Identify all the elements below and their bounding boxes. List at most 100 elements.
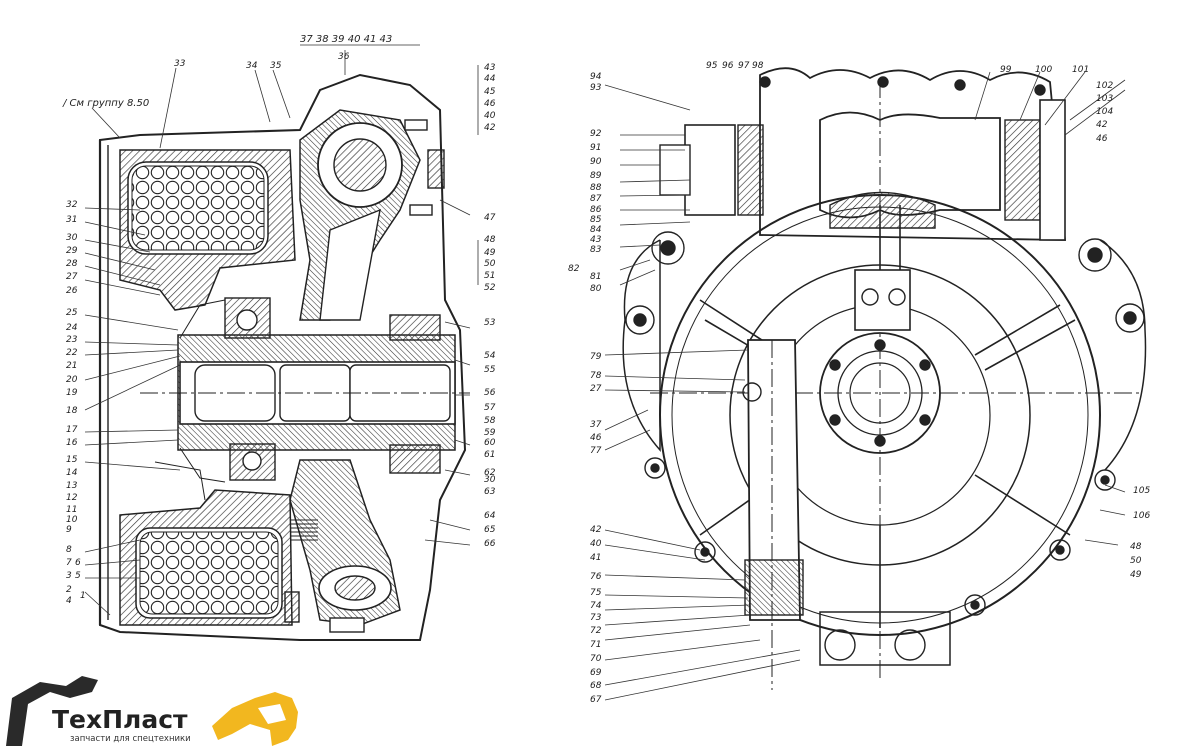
part-label: 75 — [590, 588, 602, 598]
part-label: 84 — [590, 225, 602, 235]
part-label: 90 — [590, 157, 602, 167]
part-label: 88 — [590, 183, 602, 193]
part-label: 4 — [66, 596, 72, 606]
part-label: 71 — [590, 640, 601, 650]
part-label: 52 — [484, 283, 496, 293]
part-label: 87 — [590, 194, 602, 204]
part-label: 25 — [66, 308, 78, 318]
part-label: 99 — [1000, 65, 1012, 75]
part-label: 102 — [1096, 81, 1113, 91]
left-section-view — [98, 73, 470, 641]
part-label: 69 — [590, 668, 602, 678]
part-label: 1 — [80, 591, 86, 601]
part-label: 19 — [66, 388, 78, 398]
part-label: 48 — [484, 235, 496, 245]
part-label: 77 — [590, 446, 602, 456]
part-label: 85 — [590, 215, 602, 225]
part-label: 9 — [66, 525, 72, 535]
part-label: 80 — [590, 284, 602, 294]
part-label: 10 — [66, 515, 78, 525]
part-label: 42 — [1096, 120, 1108, 130]
part-label: 81 — [590, 272, 601, 282]
part-label: 64 — [484, 511, 496, 521]
part-label: 14 — [66, 468, 78, 478]
part-label: 24 — [66, 323, 78, 333]
part-label: 8 — [66, 545, 72, 555]
part-label: 20 — [66, 375, 78, 385]
part-label: 26 — [66, 286, 78, 296]
part-label: 45 — [484, 87, 496, 97]
part-label: 55 — [484, 365, 496, 375]
part-label: 31 — [66, 215, 77, 225]
part-label: 63 — [484, 487, 496, 497]
part-label: 98 — [752, 61, 764, 71]
part-label: 91 — [590, 143, 601, 153]
part-label: 2 — [66, 585, 72, 595]
part-label: 96 — [722, 61, 734, 71]
right-end-view — [622, 67, 1147, 690]
part-label: 74 — [590, 601, 602, 611]
part-label: 95 — [706, 61, 718, 71]
part-label: 33 — [174, 59, 186, 69]
techplast-logo: ТехПласт запчасти для спецтехники — [6, 676, 298, 746]
part-label: 35 — [270, 61, 282, 71]
part-label: 83 — [590, 245, 602, 255]
part-label: 41 — [590, 553, 601, 563]
part-label: 44 — [484, 74, 496, 84]
part-label: 28 — [66, 259, 78, 269]
part-label: 40 — [484, 111, 496, 121]
part-label: 34 — [246, 61, 258, 71]
part-label: 49 — [484, 248, 496, 258]
part-label: 76 — [590, 572, 602, 582]
part-label: 70 — [590, 654, 602, 664]
part-label: 16 — [66, 438, 78, 448]
part-label: 82 — [568, 264, 580, 274]
part-label: 13 — [66, 481, 78, 491]
part-label: 46 — [484, 99, 496, 109]
part-label: 43 — [590, 235, 602, 245]
part-label: 7 — [66, 558, 72, 568]
part-label: 49 — [1130, 570, 1142, 580]
part-label: 59 — [484, 428, 496, 438]
part-label: 72 — [590, 626, 602, 636]
part-label: 46 — [1096, 134, 1108, 144]
part-label: 62 — [484, 468, 496, 478]
logo-tagline: запчасти для спецтехники — [70, 734, 191, 744]
leader-lines-right — [604, 71, 1126, 701]
part-label: 66 — [484, 539, 496, 549]
group-note: / См группу 8.50 — [62, 98, 149, 109]
part-label: 79 — [590, 352, 602, 362]
part-label: 3 — [66, 571, 72, 581]
part-label: 32 — [66, 200, 78, 210]
part-label: 37 — [590, 420, 602, 430]
part-label: 5 — [75, 571, 81, 581]
part-label: 42 — [484, 123, 496, 133]
part-label: 21 — [66, 361, 77, 371]
excavator-arm-icon — [6, 676, 98, 746]
logo-wordmark: ТехПласт — [52, 705, 188, 734]
leader-lines-left — [84, 44, 479, 616]
part-label: 43 — [484, 63, 496, 73]
part-label: 56 — [484, 388, 496, 398]
part-label: 67 — [590, 695, 602, 705]
part-label: 89 — [590, 171, 602, 181]
part-label: 6 — [75, 558, 81, 568]
part-label: 104 — [1096, 107, 1113, 117]
part-label: 93 — [590, 83, 602, 93]
part-label: 103 — [1096, 94, 1113, 104]
part-label: 48 — [1130, 542, 1142, 552]
top-header-numbers: 37 38 39 40 41 43 — [300, 34, 392, 45]
part-label: 73 — [590, 613, 602, 623]
part-label: 47 — [484, 213, 496, 223]
part-label: 17 — [66, 425, 78, 435]
part-label: 46 — [590, 433, 602, 443]
part-label: 12 — [66, 493, 78, 503]
part-label: 57 — [484, 403, 496, 413]
part-label: 61 — [484, 450, 495, 460]
part-label: 86 — [590, 205, 602, 215]
part-label: 97 — [738, 61, 750, 71]
part-label: 60 — [484, 438, 496, 448]
